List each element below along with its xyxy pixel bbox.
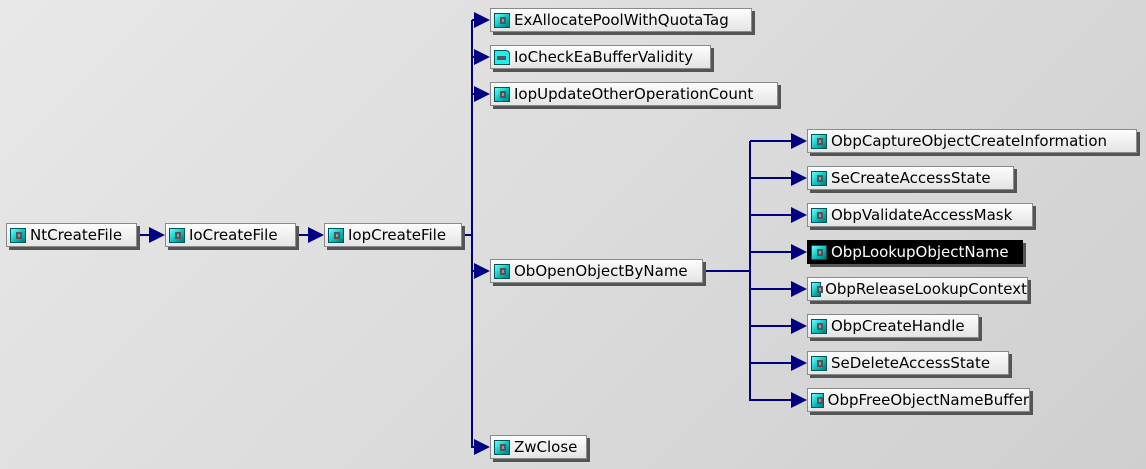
node-secreateaccessstate[interactable]: SeCreateAccessState [807,166,1014,190]
function-icon [169,227,185,243]
node-label: ZwClose [514,438,578,456]
node-obpreleaselookupcontext[interactable]: ObpReleaseLookupContext [807,277,1028,301]
function-icon [811,244,827,260]
node-obpvalidateaccessmask[interactable]: ObpValidateAccessMask [807,203,1033,227]
node-obpcreatehandle[interactable]: ObpCreateHandle [807,314,979,338]
node-label: IoCreateFile [189,226,278,244]
function-icon [494,86,510,102]
node-iopupdateotheroperationcount[interactable]: IopUpdateOtherOperationCount [490,82,778,106]
function-icon [811,392,824,408]
function-icon [811,133,827,149]
node-label: ObpReleaseLookupContext [825,280,1027,298]
node-label: IopUpdateOtherOperationCount [514,85,754,103]
node-obpfreeobjectnamebuffer[interactable]: ObpFreeObjectNameBuffer [807,388,1030,412]
folder-function-icon [494,49,510,65]
node-label: ObpValidateAccessMask [831,206,1013,224]
function-icon [494,263,510,279]
node-iocheckeabuffervalidity[interactable]: IoCheckEaBufferValidity [490,45,711,69]
node-iocreatefile[interactable]: IoCreateFile [165,223,296,247]
function-icon [10,227,26,243]
node-label: IopCreateFile [348,226,447,244]
node-iopcreatefile[interactable]: IopCreateFile [324,223,462,247]
node-label: ObpCaptureObjectCreateInformation [831,132,1108,150]
node-label: SeDeleteAccessState [831,354,991,372]
function-icon [494,12,510,28]
node-label: SeCreateAccessState [831,169,991,187]
node-label: ObOpenObjectByName [514,262,688,280]
function-icon [811,207,827,223]
node-obplookupobjectname-selected[interactable]: ObpLookupObjectName [807,240,1023,264]
function-icon [494,439,510,455]
node-label: IoCheckEaBufferValidity [514,48,694,66]
node-label: ObpLookupObjectName [831,243,1009,261]
node-obopenobjectbyname[interactable]: ObOpenObjectByName [490,259,703,283]
node-label: ObpFreeObjectNameBuffer [827,391,1029,409]
function-icon [328,227,344,243]
node-ntcreatefile[interactable]: NtCreateFile [6,223,137,247]
function-icon [811,318,827,334]
node-label: NtCreateFile [30,226,123,244]
node-zwclose[interactable]: ZwClose [490,435,587,459]
node-exallocatepoolwithquotatag[interactable]: ExAllocatePoolWithQuotaTag [490,8,752,32]
function-icon [811,355,827,371]
function-icon [811,170,827,186]
function-icon [811,281,824,297]
node-label: ObpCreateHandle [831,317,965,335]
node-obpcaptureobjectcreateinformation[interactable]: ObpCaptureObjectCreateInformation [807,129,1137,153]
node-label: ExAllocatePoolWithQuotaTag [514,11,729,29]
node-sedeleteaccessstate[interactable]: SeDeleteAccessState [807,351,1009,375]
